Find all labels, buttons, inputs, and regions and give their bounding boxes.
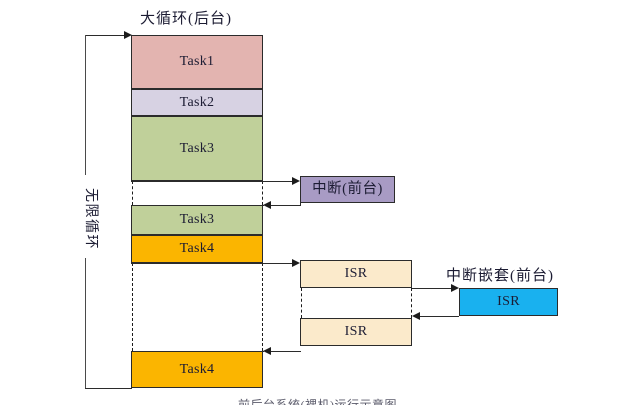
loop-left-segment-lower	[85, 258, 86, 389]
arrow-return-interrupt-head-icon	[263, 200, 271, 209]
isr-block-lower: ISR	[300, 318, 412, 346]
loop-bottom-segment	[85, 388, 132, 389]
isr-gap-dash-left	[301, 288, 302, 318]
task-block-task1: Task1	[131, 35, 263, 89]
nested-interrupt-title: 中断嵌套(前台)	[446, 268, 554, 284]
arrow-return-isr-line	[271, 351, 301, 352]
main-gap2-bottom-rule	[131, 351, 264, 352]
loop-arrow-head-icon	[124, 30, 132, 39]
task-block-task3-lower: Task3	[131, 205, 263, 235]
arrow-return-interrupt-stub	[299, 203, 301, 206]
interrupt-block: 中断(前台)	[300, 176, 395, 203]
arrow-enter-nested-head-icon	[451, 283, 459, 292]
main-column-title: 大循环(后台)	[140, 11, 232, 27]
main-gap2-top-rule	[131, 263, 264, 264]
arrow-enter-isr-line	[263, 263, 293, 264]
loop-left-segment-upper	[85, 35, 86, 175]
arrow-enter-isr-head-icon	[292, 258, 300, 267]
figure-caption: 前后台系统(裸机)运行示意图	[238, 398, 397, 405]
main-gap1-top-rule	[131, 181, 264, 182]
task-block-task4-lower: Task4	[131, 351, 263, 388]
arrow-enter-interrupt-head-icon	[292, 176, 300, 185]
arrow-enter-interrupt-line	[263, 181, 293, 182]
arrow-return-interrupt-line	[271, 205, 300, 206]
arrow-return-nested-line	[420, 316, 459, 317]
task-block-task3-upper: Task3	[131, 116, 263, 181]
main-gap2-dash-left	[132, 263, 133, 351]
arrow-return-nested-head-icon	[412, 311, 420, 320]
main-gap1-dash-left	[132, 181, 133, 205]
main-gap2-dash-right	[261, 263, 263, 351]
arrow-return-isr-head-icon	[263, 346, 271, 355]
arrow-enter-nested-line	[412, 288, 452, 289]
isr-block-nested: ISR	[459, 288, 558, 316]
task-block-task4-upper: Task4	[131, 235, 263, 263]
main-gap1-bottom-rule	[131, 205, 264, 206]
infinite-loop-label: 无限循环	[83, 188, 98, 250]
task-block-task2: Task2	[131, 89, 263, 116]
loop-top-segment	[85, 35, 127, 36]
isr-block-upper: ISR	[300, 260, 412, 288]
main-gap1-dash-right	[261, 181, 263, 205]
isr-gap-dash-right	[410, 288, 412, 318]
